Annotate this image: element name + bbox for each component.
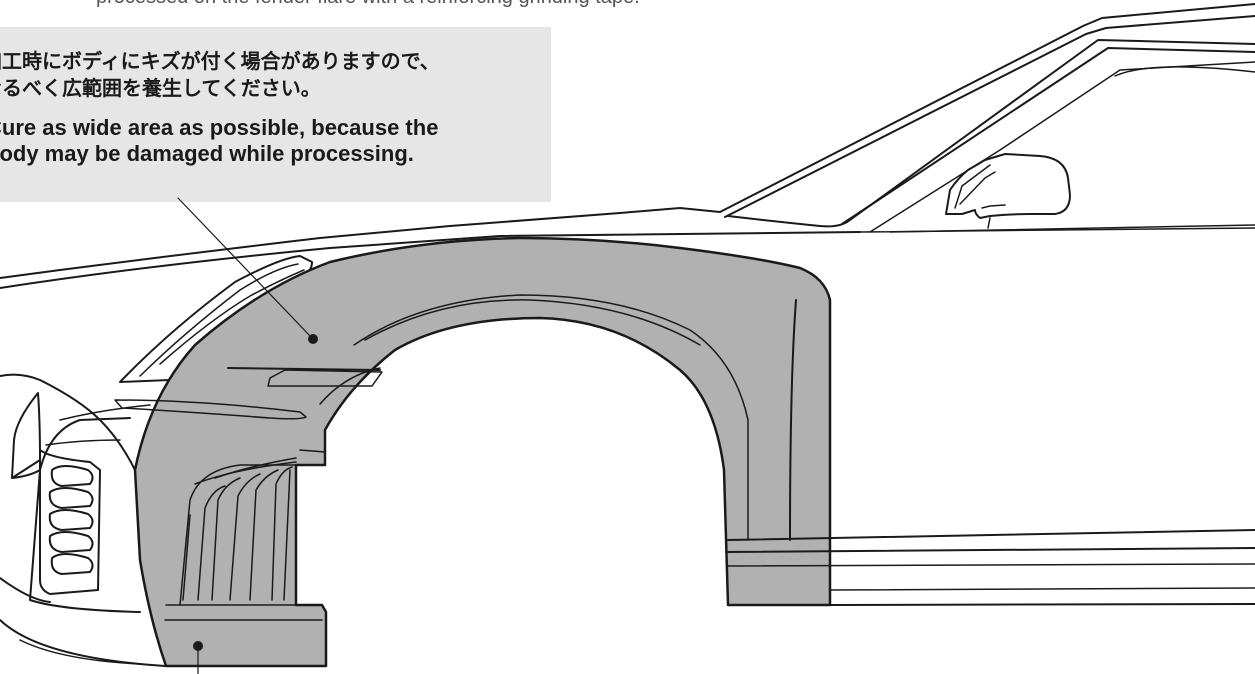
fender-details (114, 294, 797, 621)
callout-jp-line-1: 加工時にボディにキズが付く場合がありますので、 (0, 49, 440, 73)
leader-dot-upper (308, 334, 318, 344)
callout-box: 加工時にボディにキズが付く場合がありますので、 なるべく広範囲を養生してください… (0, 27, 551, 202)
hood-body-lines (0, 207, 1255, 289)
fog-light-grille (39, 449, 101, 595)
side-mirror (945, 153, 1071, 229)
side-sill (727, 529, 1255, 606)
leader-dot-lower (193, 641, 203, 651)
top-caption-fragment: processed on the fender flare with a rei… (96, 0, 640, 9)
fender-flare (133, 236, 832, 668)
front-bumper (0, 373, 166, 667)
callout-en-line-2: body may be damaged while processing. (0, 141, 414, 166)
callout-en-line-1: Cure as wide area as possible, because t… (0, 115, 439, 140)
callout-jp-line-2: なるべく広範囲を養生してください。 (0, 76, 321, 100)
windshield-roof (719, 3, 1255, 233)
